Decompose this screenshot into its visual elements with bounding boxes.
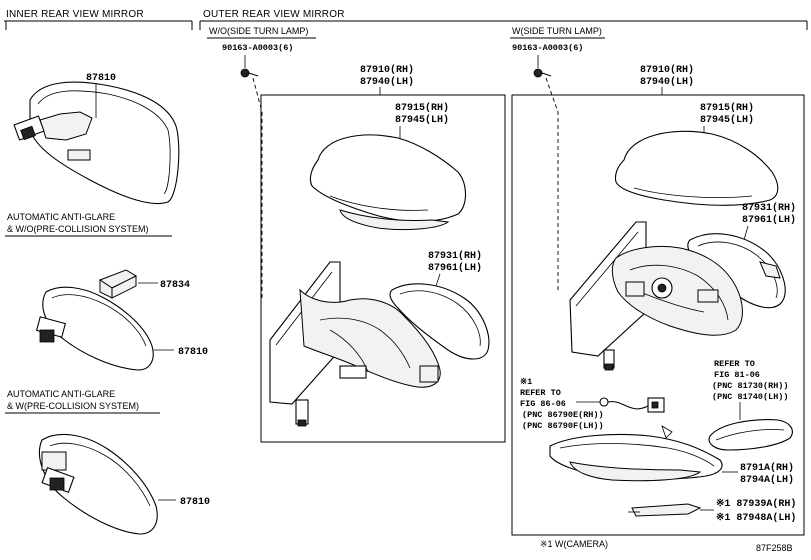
ref-camera-note: ※1: [520, 377, 532, 387]
label-mirror-lh-right: 87961(LH): [742, 214, 796, 226]
frame-w-side-turn-lamp: [511, 94, 805, 536]
side-camera: [576, 397, 665, 413]
variant-auto-wo-line1: AUTOMATIC ANTI-GLARE: [7, 212, 115, 222]
ref-lamp-line3: (PNC 81730(RH)): [712, 381, 789, 391]
variant-auto-w-line1: AUTOMATIC ANTI-GLARE: [7, 389, 115, 399]
label-cover-lh-right: 87945(LH): [700, 114, 754, 126]
label-87810-mid: 87810: [178, 347, 208, 358]
variant-auto-wo-line2: & W/O(PRE-COLLISION SYSTEM): [7, 224, 149, 234]
screw-left-path: [252, 77, 263, 300]
inner-mirror-basic: [13, 81, 180, 205]
label-cover-rh-right: 87915(RH): [700, 102, 754, 114]
variant-auto-w-line2: & W(PRE-COLLISION SYSTEM): [7, 401, 139, 411]
section-w-side-turn-lamp: W(SIDE TURN LAMP): [512, 26, 602, 36]
label-87834: 87834: [160, 280, 190, 291]
section-outer-mirror-title: OUTER REAR VIEW MIRROR: [203, 9, 345, 20]
ref-lamp-line1: REFER TO: [714, 359, 755, 369]
frame-wo-side-turn-lamp: [260, 94, 506, 443]
label-mirror-rh-left: 87931(RH): [428, 250, 482, 262]
label-screw-left: 90163-A0003(6): [222, 43, 293, 53]
label-cover-rh-left: 87915(RH): [395, 102, 449, 114]
label-cover-lh-left: 87945(LH): [395, 114, 449, 126]
label-cam-lh: ※1 87948A(LH): [716, 512, 796, 524]
mirror-cover-left: [309, 134, 467, 231]
screw-right: [533, 55, 552, 78]
mirror-glass-left: [389, 283, 490, 360]
label-assy-rh-left: 87910(RH): [360, 64, 414, 76]
camera-cover-piece: [628, 503, 714, 517]
lower-garnish: [549, 425, 738, 482]
clip-87834: [98, 269, 158, 299]
mirror-body-right: [569, 221, 743, 371]
mirror-body-left: [269, 261, 441, 427]
inner-mirror-auto-wo-pcs: [35, 286, 174, 371]
section-wo-side-turn-lamp: W/O(SIDE TURN LAMP): [209, 26, 308, 36]
ref-lamp-line2: FIG 81-06: [714, 370, 760, 380]
inner-mirror-auto-w-pcs: [38, 433, 176, 535]
ref-camera-line1: REFER TO: [520, 388, 561, 398]
label-assy-lh-left: 87940(LH): [360, 76, 414, 88]
side-turn-lamp: [708, 402, 793, 451]
ref-camera-line3: (PNC 86790E(RH)): [522, 410, 604, 420]
label-lamp-lh: 8794A(LH): [740, 474, 794, 486]
label-cam-rh: ※1 87939A(RH): [716, 498, 796, 510]
label-assy-rh-right: 87910(RH): [640, 64, 694, 76]
label-mirror-lh-left: 87961(LH): [428, 262, 482, 274]
ref-lamp-line4: (PNC 81740(LH)): [712, 392, 789, 402]
ref-camera-line4: (PNC 86790F(LH)): [522, 421, 604, 431]
label-87810-top: 87810: [86, 73, 116, 84]
mirror-cover-right: [614, 130, 779, 206]
section-inner-mirror-title: INNER REAR VIEW MIRROR: [6, 9, 144, 20]
figure-code: 87F258B: [756, 543, 793, 553]
ref-camera-line2: FIG 86-06: [520, 399, 566, 409]
label-87810-bottom: 87810: [180, 497, 210, 508]
screw-left: [240, 55, 259, 78]
screw-right-path: [545, 77, 559, 290]
label-screw-right: 90163-A0003(6): [512, 43, 583, 53]
mirror-glass-right: [687, 233, 786, 309]
label-lamp-rh: 8791A(RH): [740, 462, 794, 474]
footer-camera-note: ※1 W(CAMERA): [540, 539, 608, 549]
label-mirror-rh-right: 87931(RH): [742, 202, 796, 214]
label-assy-lh-right: 87940(LH): [640, 76, 694, 88]
